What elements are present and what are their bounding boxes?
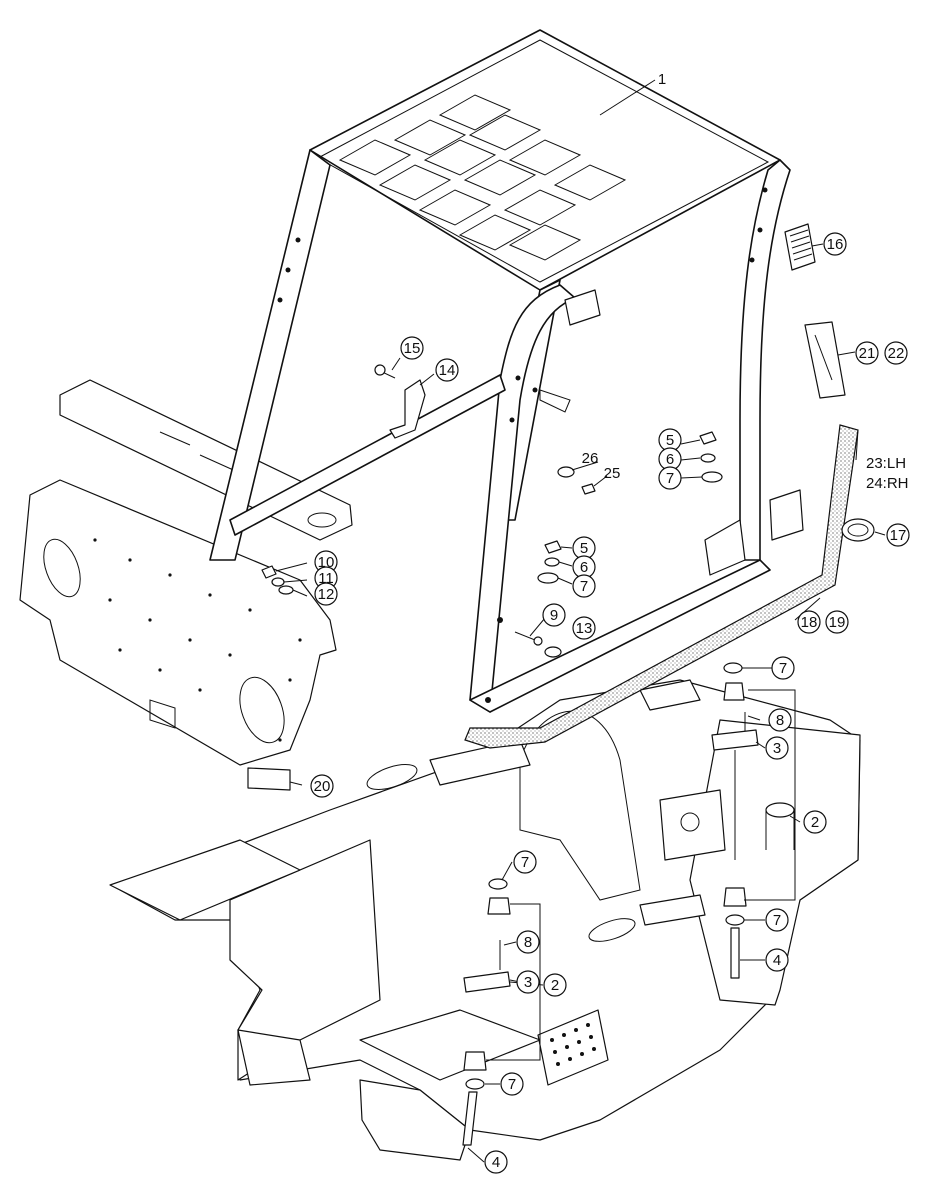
callout-7e: 7	[513, 850, 537, 874]
svg-text:5: 5	[666, 432, 674, 449]
callout-9: 9	[542, 603, 566, 627]
callout-7c: 7	[771, 656, 795, 680]
callout-14: 14	[435, 358, 459, 382]
callout-17: 17	[886, 523, 910, 547]
callout-12: 12	[314, 582, 338, 606]
callout-3b: 3	[516, 970, 540, 994]
callout-16: 16	[823, 232, 847, 256]
svg-text:4: 4	[773, 952, 781, 969]
svg-text:13: 13	[576, 620, 593, 637]
callout-19: 19	[825, 610, 849, 634]
seal-strip	[464, 424, 859, 749]
callout-7f: 7	[500, 1072, 524, 1096]
svg-text:16: 16	[827, 236, 844, 253]
callout-20: 20	[310, 774, 334, 798]
svg-text:7: 7	[666, 470, 674, 487]
svg-text:18: 18	[801, 614, 818, 631]
callout-1: 1	[658, 71, 666, 88]
callout-7a: 7	[658, 466, 682, 490]
callout-11: 11	[314, 566, 338, 590]
svg-text:10: 10	[318, 554, 335, 571]
callout-23: 23:LH	[866, 455, 906, 472]
svg-text:19: 19	[829, 614, 846, 631]
callout-13: 13	[572, 616, 596, 640]
callout-10: 10	[314, 550, 338, 574]
svg-text:20: 20	[314, 778, 331, 795]
svg-text:6: 6	[580, 559, 588, 576]
callout-15: 15	[400, 336, 424, 360]
rear-panel	[19, 479, 337, 766]
callouts: 1 16 21 22 23:LH 24:RH 17 18 19 15 14 26…	[310, 71, 910, 1174]
svg-text:7: 7	[779, 660, 787, 677]
callout-26: 26	[582, 450, 599, 467]
svg-text:7: 7	[773, 912, 781, 929]
callout-24: 24:RH	[866, 475, 909, 492]
svg-text:17: 17	[890, 527, 907, 544]
svg-text:7: 7	[580, 578, 588, 595]
svg-text:7: 7	[508, 1076, 516, 1093]
svg-text:2: 2	[811, 814, 819, 831]
svg-text:15: 15	[404, 340, 421, 357]
svg-text:4: 4	[492, 1154, 500, 1171]
svg-text:11: 11	[318, 570, 334, 587]
cab-frame	[209, 29, 804, 713]
callout-4b: 4	[484, 1150, 508, 1174]
callout-8b: 8	[516, 930, 540, 954]
svg-text:12: 12	[318, 586, 335, 603]
svg-text:2: 2	[551, 977, 559, 994]
callout-21: 21	[855, 341, 879, 365]
callout-22: 22	[884, 341, 908, 365]
svg-text:8: 8	[776, 712, 784, 729]
svg-text:9: 9	[550, 607, 558, 624]
svg-text:8: 8	[524, 934, 532, 951]
callout-7d: 7	[765, 908, 789, 932]
svg-text:3: 3	[773, 740, 781, 757]
small-parts	[247, 223, 875, 1146]
callout-2a: 2	[803, 810, 827, 834]
svg-text:22: 22	[888, 345, 905, 362]
callout-18: 18	[797, 610, 821, 634]
svg-text:21: 21	[859, 345, 876, 362]
callout-2b: 2	[543, 973, 567, 997]
callout-3a: 3	[765, 736, 789, 760]
svg-text:6: 6	[666, 451, 674, 468]
callout-7b: 7	[572, 574, 596, 598]
svg-text:14: 14	[439, 362, 456, 379]
callout-25: 25	[604, 465, 621, 482]
svg-text:5: 5	[580, 540, 588, 557]
callout-4a: 4	[765, 948, 789, 972]
callout-8a: 8	[768, 708, 792, 732]
svg-text:7: 7	[521, 854, 529, 871]
svg-text:3: 3	[524, 974, 532, 991]
